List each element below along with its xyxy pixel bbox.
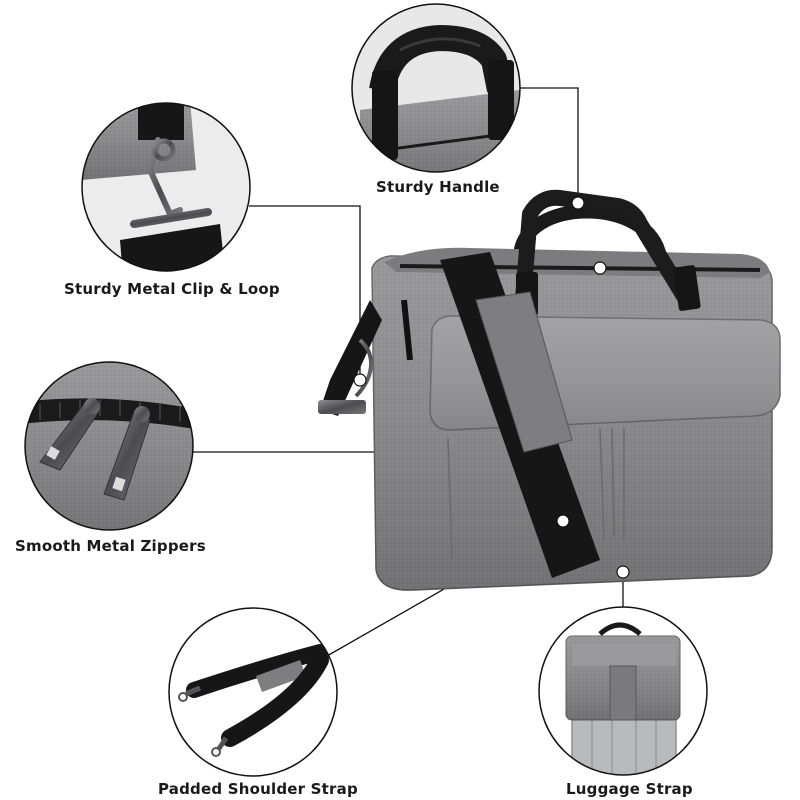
callout-dots bbox=[353, 196, 630, 579]
laptop-bag bbox=[318, 189, 781, 591]
luggage-detail-circle bbox=[538, 606, 708, 776]
clip-detail-circle bbox=[81, 102, 251, 272]
clip-caption: Sturdy Metal Clip & Loop bbox=[64, 280, 280, 298]
strap-pad bbox=[475, 291, 573, 453]
handle-front bbox=[514, 189, 697, 311]
luggage-caption: Luggage Strap bbox=[566, 780, 693, 798]
handle-caption: Sturdy Handle bbox=[376, 178, 500, 196]
strap-detail-circle bbox=[168, 607, 338, 777]
strap-caption: Padded Shoulder Strap bbox=[158, 780, 358, 798]
handle-connector bbox=[520, 87, 579, 203]
handle-detail-circle bbox=[351, 3, 521, 173]
zipper-caption: Smooth Metal Zippers bbox=[15, 537, 206, 555]
zipper-detail-circle bbox=[24, 361, 194, 531]
